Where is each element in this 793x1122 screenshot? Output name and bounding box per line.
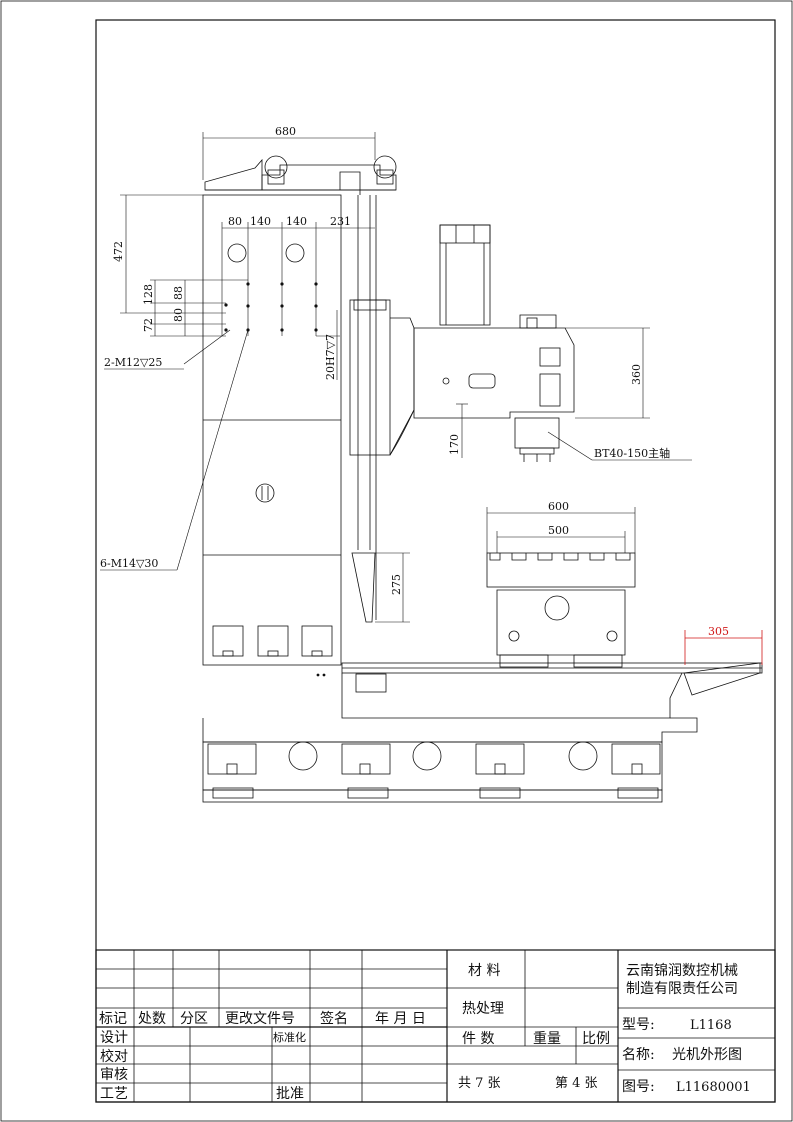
- tb-mingcheng: 名称:: [622, 1047, 655, 1063]
- pulley-left: [264, 155, 288, 179]
- mounting-hole-pattern: [224, 282, 318, 332]
- tb-fenqu: 分区: [180, 1011, 208, 1027]
- spindle-motor: [439, 224, 491, 326]
- title-block: [95, 949, 776, 1103]
- dim-305: 305: [708, 625, 729, 638]
- dim-275: 275: [390, 574, 403, 595]
- head-slot: [468, 373, 496, 389]
- tb-chushu: 处数: [138, 1011, 166, 1027]
- tb-sheet-current: 第 4 张: [555, 1076, 598, 1091]
- dim-80b: 80: [172, 308, 185, 322]
- tb-zhongliang: 重量: [533, 1031, 561, 1047]
- tb-name: 光机外形图: [672, 1047, 742, 1063]
- tb-jianshu: 件 数: [462, 1031, 494, 1047]
- tb-drawing-no: L11680001: [676, 1080, 751, 1095]
- tb-company-1: 云南锦润数控机械: [626, 962, 738, 979]
- dim-600: 600: [548, 500, 569, 513]
- head-window-1: [539, 347, 561, 367]
- column-hole-1: [227, 243, 247, 263]
- tb-gongyi: 工艺: [100, 1086, 128, 1102]
- tb-jiaodui: 校对: [100, 1048, 128, 1065]
- tb-company-2: 制造有限责任公司: [626, 981, 738, 997]
- tb-xinghao: 型号:: [622, 1017, 655, 1033]
- tb-biaoji: 标记: [99, 1011, 127, 1027]
- tb-cailiao: 材 料: [468, 963, 500, 979]
- inner-frame: [95, 19, 776, 1103]
- tb-rechuli: 热处理: [462, 1001, 504, 1017]
- base-hole-2: [412, 741, 442, 771]
- machine-base: [202, 662, 763, 803]
- head-window-2: [539, 373, 561, 407]
- spindle-head: [389, 224, 575, 462]
- dim-500: 500: [548, 524, 569, 537]
- column-panel-1: [212, 625, 244, 657]
- column-hole-3: [255, 483, 275, 503]
- dim-140a: 140: [250, 215, 271, 228]
- tb-model: L1168: [690, 1018, 732, 1033]
- dim-360: 360: [630, 364, 643, 385]
- tb-pizhun: 批准: [276, 1086, 304, 1102]
- column-panel-3: [301, 625, 333, 657]
- dim-128: 128: [142, 284, 155, 305]
- tb-qianming: 签名: [320, 1010, 348, 1027]
- tb-sheets-total: 共 7 张: [458, 1076, 501, 1091]
- pulley-right: [373, 155, 397, 179]
- tb-sheji: 设计: [100, 1030, 128, 1046]
- dim-680: 680: [275, 125, 296, 138]
- tb-genggai: 更改文件号: [225, 1011, 295, 1027]
- tb-shenhe: 审核: [100, 1067, 128, 1083]
- callout-spindle: BT40-150主轴: [594, 446, 670, 460]
- column-hole-2: [285, 243, 305, 263]
- dim-72: 72: [142, 318, 155, 332]
- tb-biaozhunhua: 标准化: [273, 1030, 306, 1044]
- dim-80a: 80: [228, 215, 242, 228]
- column-assembly: [202, 155, 415, 666]
- worktable: [486, 552, 636, 668]
- dimension-lines: [100, 132, 763, 665]
- tb-date: 年 月 日: [375, 1011, 426, 1027]
- tb-tuhao: 图号:: [622, 1079, 655, 1095]
- column-panel-2: [257, 625, 289, 657]
- dim-88: 88: [172, 286, 185, 300]
- dim-140b: 140: [286, 215, 307, 228]
- spindle-nose: [514, 417, 560, 449]
- dim-472: 472: [112, 241, 125, 262]
- dim-170: 170: [448, 434, 461, 455]
- callout-m12: 2-M12▽25: [104, 356, 162, 369]
- dim-231: 231: [330, 215, 351, 228]
- tb-bili: 比例: [582, 1031, 610, 1047]
- dim-20h7: 20H7▽7: [324, 334, 337, 380]
- callout-m14: 6-M14▽30: [100, 557, 158, 570]
- base-hole-3: [568, 741, 598, 771]
- base-hole-1: [288, 741, 318, 771]
